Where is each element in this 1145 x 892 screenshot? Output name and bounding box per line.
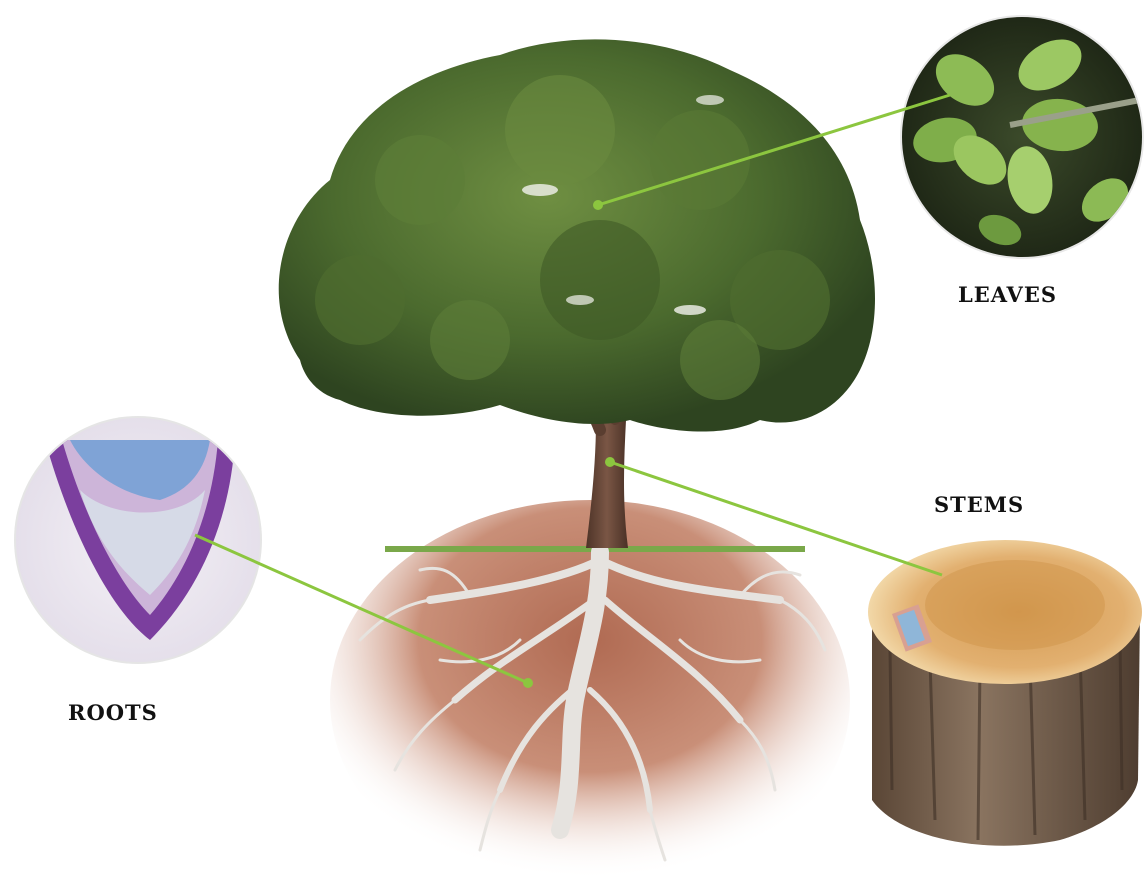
label-leaves: LEAVES	[958, 282, 1057, 307]
soil	[330, 500, 850, 892]
root-tip-inset	[14, 416, 264, 666]
leaves-pointer-dot	[593, 200, 603, 210]
roots-pointer-dot	[523, 678, 533, 688]
leaves-inset	[900, 15, 1145, 260]
tree-canopy	[279, 39, 875, 431]
label-stems: STEMS	[934, 492, 1024, 517]
stump-stem-cross-section	[868, 540, 1142, 846]
stems-pointer-dot	[605, 457, 615, 467]
label-roots: ROOTS	[68, 700, 158, 725]
